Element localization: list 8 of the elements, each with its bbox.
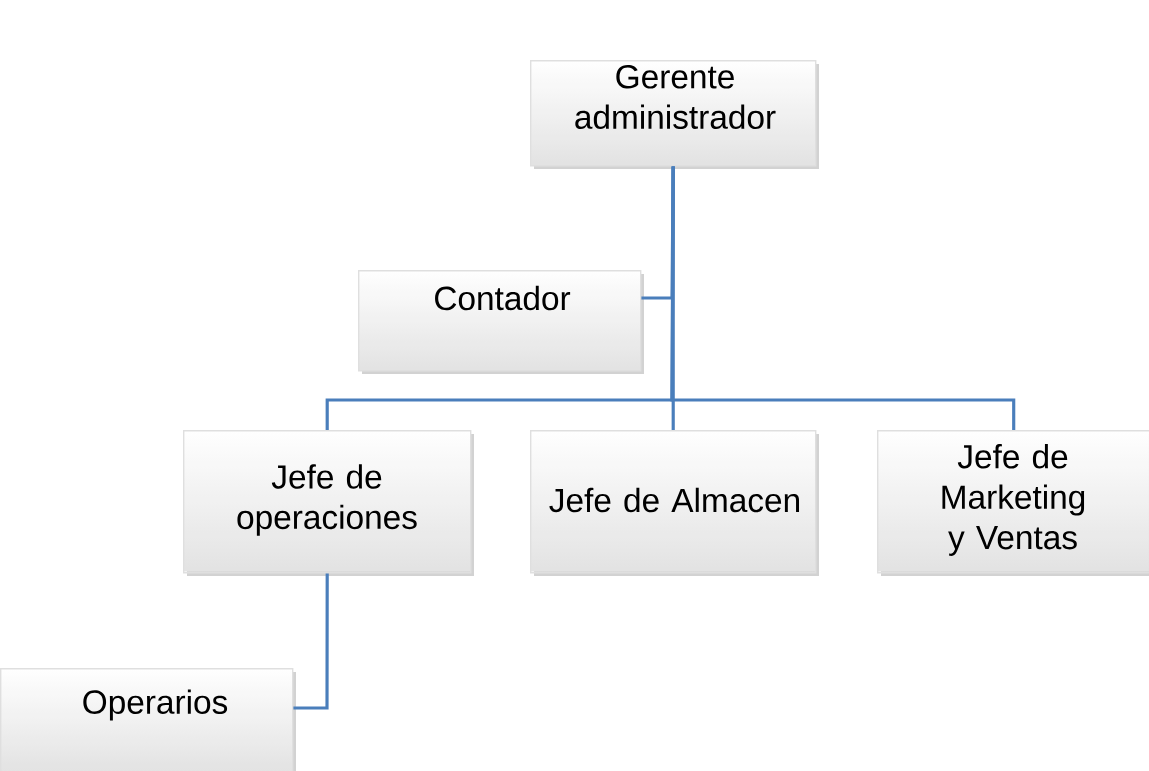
org-box: Contador <box>358 270 644 374</box>
connector-line <box>293 573 329 710</box>
org-box: Jefe de Marketing y Ventas <box>877 430 1149 576</box>
org-box: Operarios <box>0 668 296 771</box>
org-box: Jefe de operaciones <box>183 430 474 576</box>
connector-line <box>670 166 1016 430</box>
org-box: Gerente administrador <box>530 60 819 169</box>
org-box: Jefe de Almacen <box>530 430 819 576</box>
